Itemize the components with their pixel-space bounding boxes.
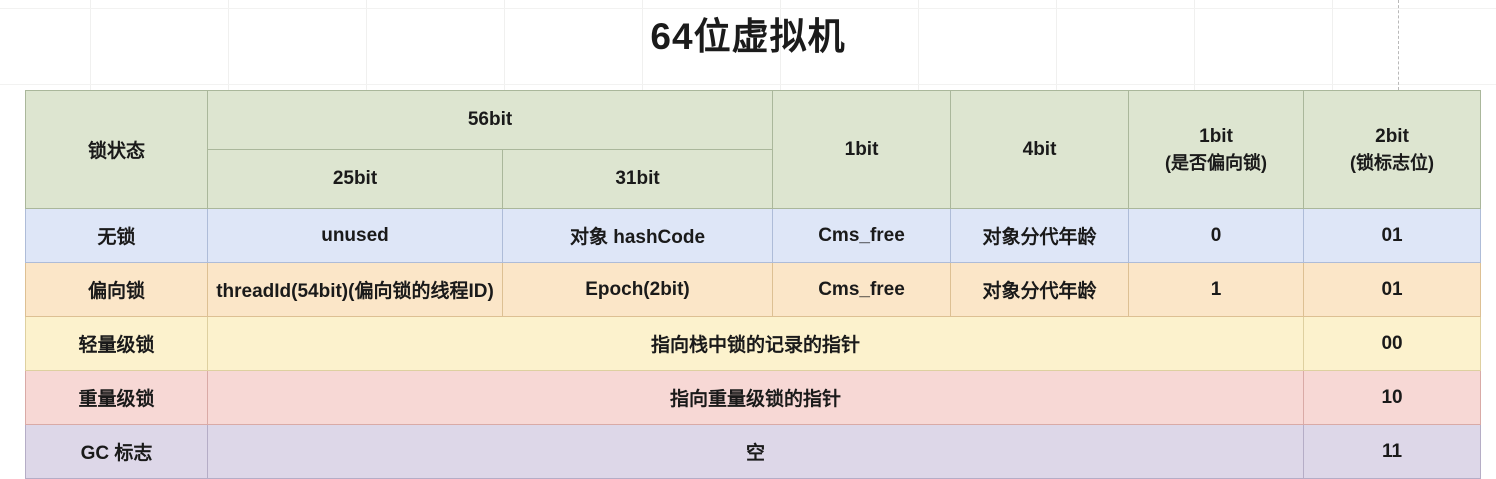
header-lock-state: 锁状态	[25, 90, 208, 209]
cell-unlocked-31bit: 对象 hashCode	[501, 208, 774, 263]
cell-unlocked-biased: 0	[1128, 208, 1305, 263]
header-lock-flag-bits: 2bit	[1375, 125, 1409, 147]
row-state-unlocked: 无锁	[25, 208, 208, 263]
cell-heavyweight-pointer: 指向重量级锁的指针	[206, 370, 1305, 425]
cell-biased-epoch: Epoch(2bit)	[501, 262, 774, 317]
cell-biased-1bit: Cms_free	[772, 262, 952, 317]
cell-biased-threadid: threadId(54bit)(偏向锁的线程ID)	[207, 262, 503, 317]
cell-biased-lockflag: 01	[1303, 262, 1482, 317]
header-1bit: 1bit	[772, 90, 952, 209]
cell-unlocked-25bit: unused	[207, 208, 503, 263]
cell-unlocked-4bit: 对象分代年龄	[950, 208, 1130, 263]
table-header-row-1: 锁状态 56bit 1bit 4bit 1bit (是否偏向锁) 2bit (锁标志…	[25, 90, 1482, 209]
header-4bit: 4bit	[950, 90, 1130, 209]
header-biased-flag-desc: (是否偏向锁)	[1165, 152, 1268, 173]
table-header-row-2: 25bit 31bit	[26, 149, 1481, 209]
cell-biased-biased: 1	[1128, 262, 1305, 317]
header-25bit: 25bit	[207, 149, 503, 209]
cell-gc-lockflag: 11	[1303, 424, 1482, 479]
table-row: GC 标志 空 11	[25, 424, 1482, 479]
header-56bit: 56bit	[206, 90, 774, 150]
header-31bit: 31bit	[501, 149, 774, 209]
row-state-biased: 偏向锁	[25, 262, 208, 317]
cell-lightweight-pointer: 指向栈中锁的记录的指针	[206, 316, 1305, 371]
row-state-heavyweight: 重量级锁	[25, 370, 208, 425]
page-title: 64位虚拟机	[650, 16, 846, 57]
header-lock-flag-desc: (锁标志位)	[1350, 152, 1435, 173]
header-biased-flag: 1bit (是否偏向锁)	[1128, 90, 1305, 209]
table-row: 重量级锁 指向重量级锁的指针 10	[25, 370, 1482, 425]
cell-unlocked-1bit: Cms_free	[772, 208, 952, 263]
header-lock-flag: 2bit (锁标志位)	[1303, 90, 1482, 209]
table-row: 无锁 unused 对象 hashCode Cms_free 对象分代年龄 0 …	[25, 208, 1482, 263]
row-state-lightweight: 轻量级锁	[25, 316, 208, 371]
row-state-gc: GC 标志	[25, 424, 208, 479]
table-row: 偏向锁 threadId(54bit)(偏向锁的线程ID) Epoch(2bit…	[25, 262, 1482, 317]
table-row: 轻量级锁 指向栈中锁的记录的指针 00	[25, 316, 1482, 371]
cell-biased-4bit: 对象分代年龄	[950, 262, 1130, 317]
header-biased-flag-bits: 1bit	[1199, 125, 1233, 147]
cell-gc-content: 空	[206, 424, 1305, 479]
cell-unlocked-lockflag: 01	[1303, 208, 1482, 263]
cell-lightweight-lockflag: 00	[1303, 316, 1482, 371]
cell-heavyweight-lockflag: 10	[1303, 370, 1482, 425]
page-break-line	[1398, 0, 1399, 90]
lock-state-table: 锁状态 56bit 1bit 4bit 1bit (是否偏向锁) 2bit (锁标志…	[25, 90, 1482, 479]
